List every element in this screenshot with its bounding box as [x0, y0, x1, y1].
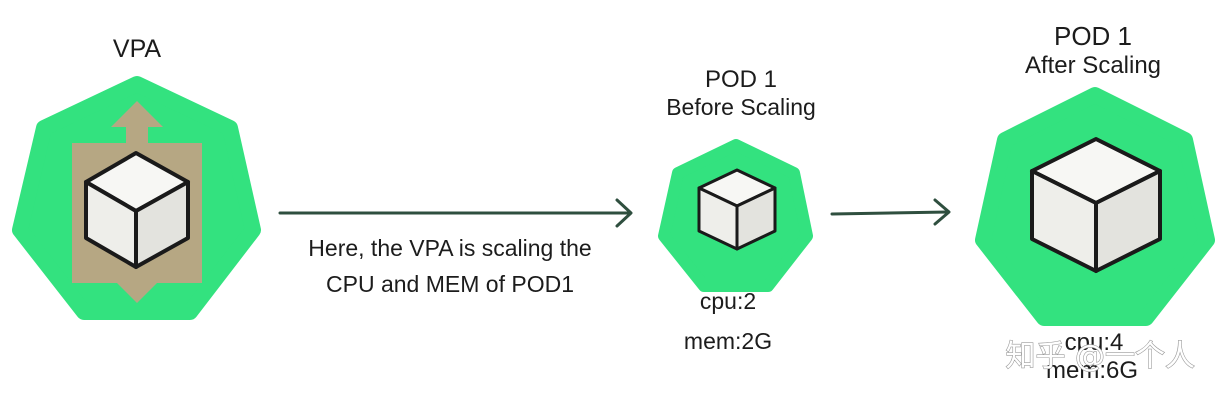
pod-before-cube-icon: [697, 168, 777, 251]
pod-after-subtitle: After Scaling: [1025, 52, 1161, 79]
transition-arrow-head-icon: [933, 198, 951, 226]
scaling-arrow: [278, 198, 633, 228]
pod-after-cube-icon: [1030, 137, 1162, 273]
vpa-arrow-up-icon: [111, 101, 163, 145]
pod-before-title: POD 1: [705, 66, 777, 93]
watermark: 知乎 @一个人: [1005, 339, 1195, 374]
arrow-caption-line2: CPU and MEM of POD1: [326, 271, 574, 297]
pod-after-cpu: cpu:4: [1065, 329, 1124, 356]
pod-after-node: POD 1 After Scaling cpu:4 mem:6G: [975, 21, 1215, 384]
pod-before-node: POD 1 Before Scaling cpu:2 mem:2G: [658, 66, 816, 354]
pod-after-title: POD 1: [1054, 21, 1132, 51]
pod-before-cpu: cpu:2: [700, 288, 756, 314]
vpa-node: VPA: [12, 35, 261, 320]
transition-arrow: [830, 198, 951, 226]
arrow-caption-line1: Here, the VPA is scaling the: [308, 235, 591, 261]
vpa-title: VPA: [113, 35, 161, 63]
pod-before-subtitle: Before Scaling: [666, 94, 816, 120]
vpa-cube-icon: [84, 151, 190, 269]
vpa-arrow-down-icon: [111, 260, 163, 303]
pod-before-mem: mem:2G: [684, 328, 772, 354]
scaling-arrow-head-icon: [615, 198, 633, 228]
pod-after-mem: mem:6G: [1046, 357, 1138, 384]
